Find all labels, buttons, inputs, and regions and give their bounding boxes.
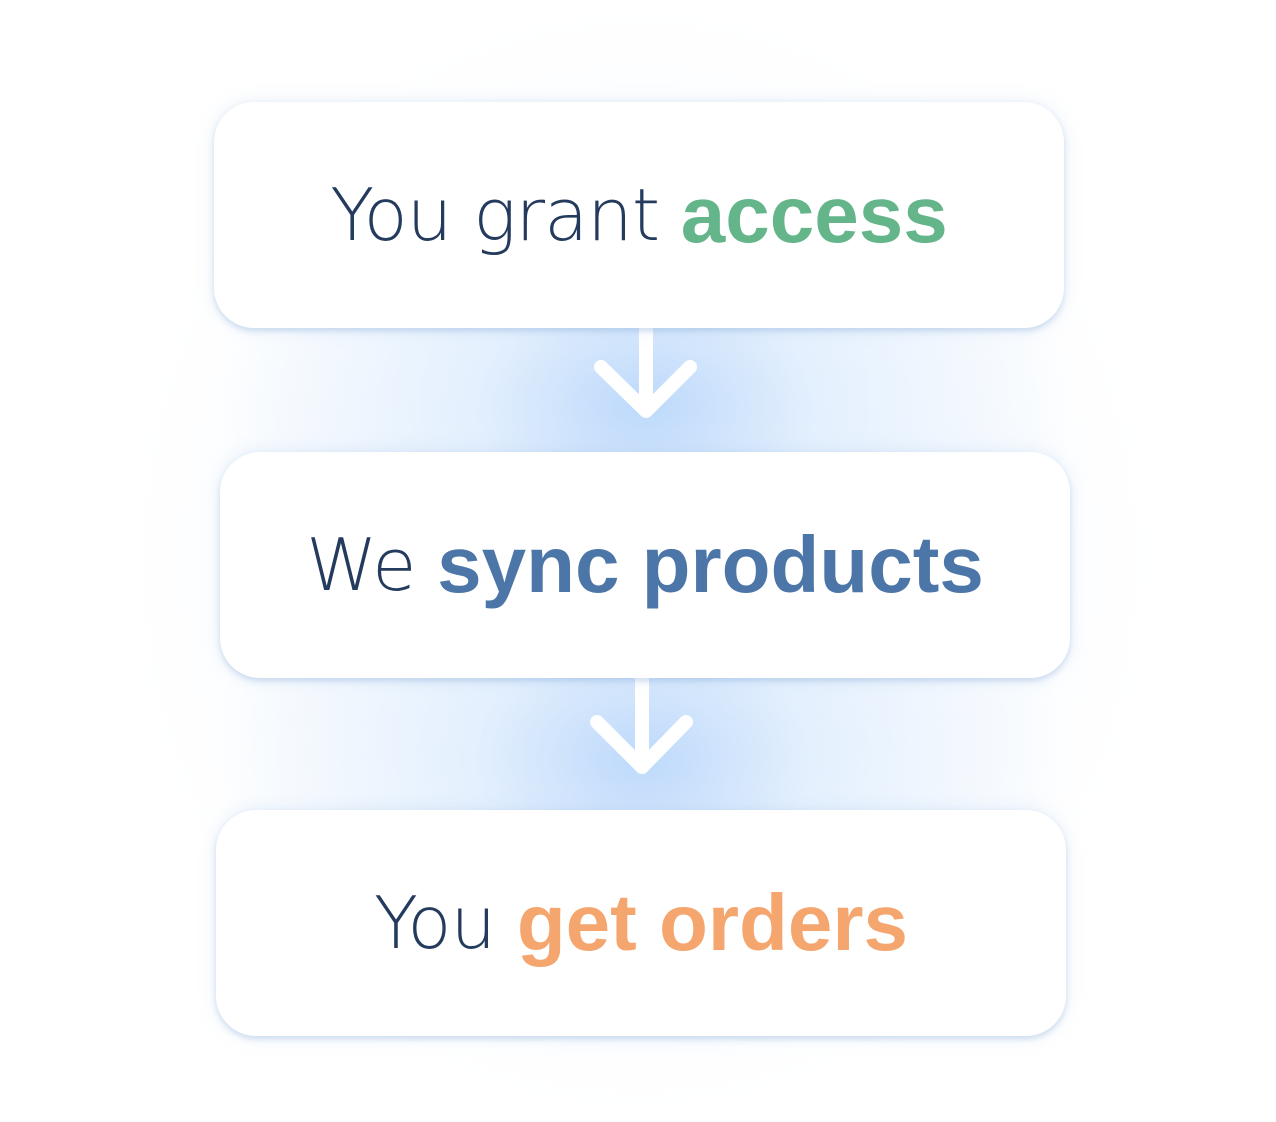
step-accent-text: get orders	[516, 878, 909, 967]
arrow-down-icon	[590, 669, 693, 774]
step-accent-text: access	[680, 170, 948, 259]
step-lead-text: We	[306, 523, 416, 607]
step-lead-text: You	[373, 881, 496, 965]
arrow-down-icon	[594, 319, 697, 418]
step-card-get-orders: You get orders	[216, 810, 1066, 1036]
step-card-grant-access: You grant access	[214, 102, 1064, 328]
step-lead-text: You grant	[330, 173, 660, 257]
arrow-head-2	[590, 715, 693, 774]
step-accent-text: sync products	[437, 520, 984, 609]
step-card-sync-products: We sync products	[220, 452, 1070, 678]
arrow-head-1	[594, 360, 697, 418]
